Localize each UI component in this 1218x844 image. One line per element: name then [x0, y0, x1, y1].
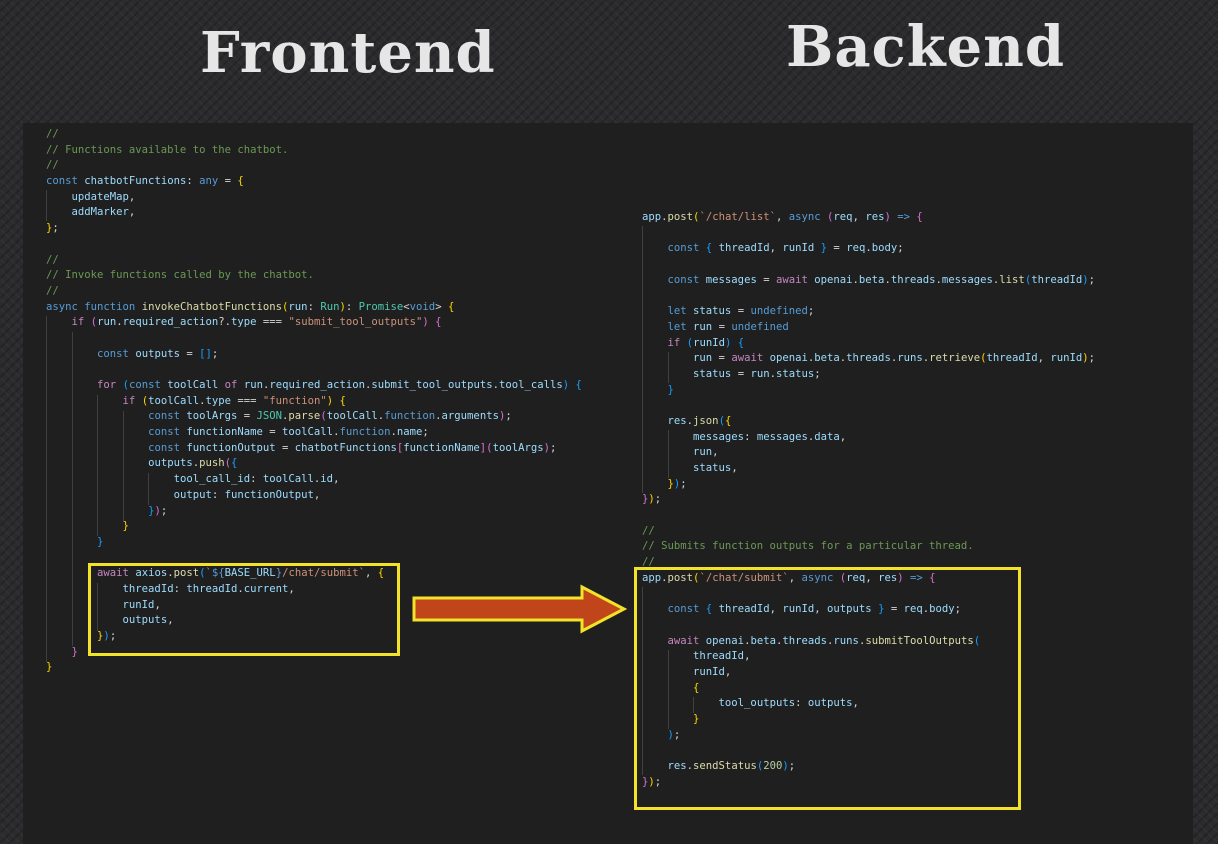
backend-code-line: if (runId) { [667, 336, 745, 349]
indent-guide [693, 697, 694, 713]
indent-guide [668, 430, 669, 478]
backend-code-line: app.post(`/chat/list`, async (req, res) … [642, 211, 923, 223]
backend-code-line: } [667, 383, 674, 396]
frontend-code-line: await axios.post(`${BASE_URL}/chat/submi… [97, 567, 385, 580]
frontend-code-line: // Invoke functions called by the chatbo… [46, 269, 314, 282]
frontend-code-line: // [46, 253, 59, 266]
frontend-submit-highlight [88, 563, 400, 656]
frontend-code-line: } [46, 661, 53, 674]
backend-code-line [642, 508, 1095, 524]
backend-code-line: const messages = await openai.beta.threa… [667, 273, 1096, 286]
flow-arrow-shape [412, 584, 628, 634]
frontend-code-line: if (run.required_action?.type === "submi… [71, 316, 442, 329]
backend-code-line: status = run.status; [693, 367, 821, 380]
backend-code-block: app.post(`/chat/list`, async (req, res) … [642, 210, 1095, 790]
backend-code-line: threadId, [693, 650, 751, 663]
backend-code-line: ); [667, 728, 681, 741]
backend-code-line: // [642, 524, 655, 537]
backend-code-line: }); [667, 477, 687, 490]
backend-code-line: // Submits function outputs for a partic… [642, 540, 974, 553]
backend-code-line: run = await openai.beta.threads.runs.ret… [693, 352, 1096, 365]
backend-code-line: status, [693, 462, 738, 474]
frontend-code-line [46, 362, 582, 378]
frontend-code-line: }; [46, 222, 59, 235]
indent-guide [668, 352, 669, 383]
backend-code-line: // [642, 556, 655, 569]
backend-code-line: let status = undefined; [667, 305, 815, 318]
backend-code-line [642, 398, 1095, 414]
backend-code-line: let run = undefined [667, 320, 789, 333]
backend-code-line: app.post(`/chat/submit`, async (req, res… [642, 571, 936, 584]
frontend-code-line: } [97, 535, 104, 548]
backend-code-line [642, 226, 1095, 242]
frontend-code-line: } [122, 520, 129, 533]
frontend-code-line: const toolArgs = JSON.parse(toolCall.fun… [148, 410, 512, 423]
backend-code-line [642, 257, 1095, 273]
frontend-code-line: if (toolCall.type === "function") { [122, 394, 346, 407]
indent-guide [642, 226, 643, 493]
frontend-code-line: addMarker, [71, 206, 136, 219]
frontend-code-line: const functionOutput = chatbotFunctions[… [148, 441, 557, 454]
frontend-code-line [46, 331, 582, 347]
indent-guide [642, 587, 643, 775]
backend-heading: Backend [786, 14, 1066, 80]
frontend-code-line: // [46, 128, 59, 140]
backend-code-line: messages: messages.data, [693, 430, 847, 443]
frontend-code-line: const chatbotFunctions: any = { [46, 175, 244, 188]
flow-arrow [412, 584, 628, 634]
frontend-code-line: } [71, 645, 78, 658]
indent-guide [72, 332, 73, 646]
frontend-code-line: runId, [122, 598, 161, 611]
frontend-code-line: }); [97, 630, 117, 642]
frontend-code-line: threadId: threadId.current, [122, 582, 295, 595]
frontend-code-line [46, 237, 582, 253]
frontend-code-line: const functionName = toolCall.function.n… [148, 426, 429, 439]
frontend-code-line: for (const toolCall of run.required_acti… [97, 379, 582, 391]
frontend-code-line: // [46, 284, 59, 297]
backend-code-line: await openai.beta.threads.runs.submitToo… [667, 634, 981, 647]
frontend-code-line: async function invokeChatbotFunctions(ru… [46, 300, 455, 313]
frontend-heading: Frontend [200, 20, 496, 86]
indent-guide [123, 411, 124, 521]
indent-guide [97, 395, 98, 536]
frontend-code-line: const outputs = []; [97, 347, 219, 360]
indent-guide [148, 473, 149, 505]
frontend-code-line: output: functionOutput, [173, 488, 321, 501]
backend-submit-highlight [634, 567, 1021, 810]
frontend-code-line: tool_call_id: toolCall.id, [173, 473, 340, 486]
code-editor-panel [23, 123, 1193, 844]
backend-code-line: } [693, 713, 700, 725]
indent-guide [46, 190, 47, 221]
backend-code-line: { [693, 681, 700, 694]
frontend-code-line: outputs.push({ [148, 457, 238, 470]
frontend-code-block: // // Functions available to the chatbot.… [46, 127, 582, 676]
frontend-code-line: // Functions available to the chatbot. [46, 143, 289, 156]
frontend-code-line: // [46, 159, 59, 172]
backend-code-line: tool_outputs: outputs, [718, 697, 859, 710]
backend-code-line: res.sendStatus(200); [667, 760, 796, 773]
backend-code-line: const { threadId, runId, outputs } = req… [667, 603, 962, 616]
backend-code-line: const { threadId, runId } = req.body; [667, 242, 904, 255]
backend-code-line: run, [693, 446, 719, 459]
frontend-code-line: }); [148, 504, 168, 517]
backend-code-line: runId, [693, 665, 732, 678]
indent-guide [46, 316, 47, 662]
frontend-code-line: updateMap, [71, 190, 136, 203]
backend-code-line: }); [642, 493, 662, 506]
frontend-code-line: outputs, [122, 614, 174, 627]
indent-guide [97, 583, 98, 631]
backend-code-line: }); [642, 775, 662, 788]
indent-guide [668, 650, 669, 729]
backend-code-line [642, 288, 1095, 304]
backend-code-line: res.json({ [667, 414, 732, 427]
